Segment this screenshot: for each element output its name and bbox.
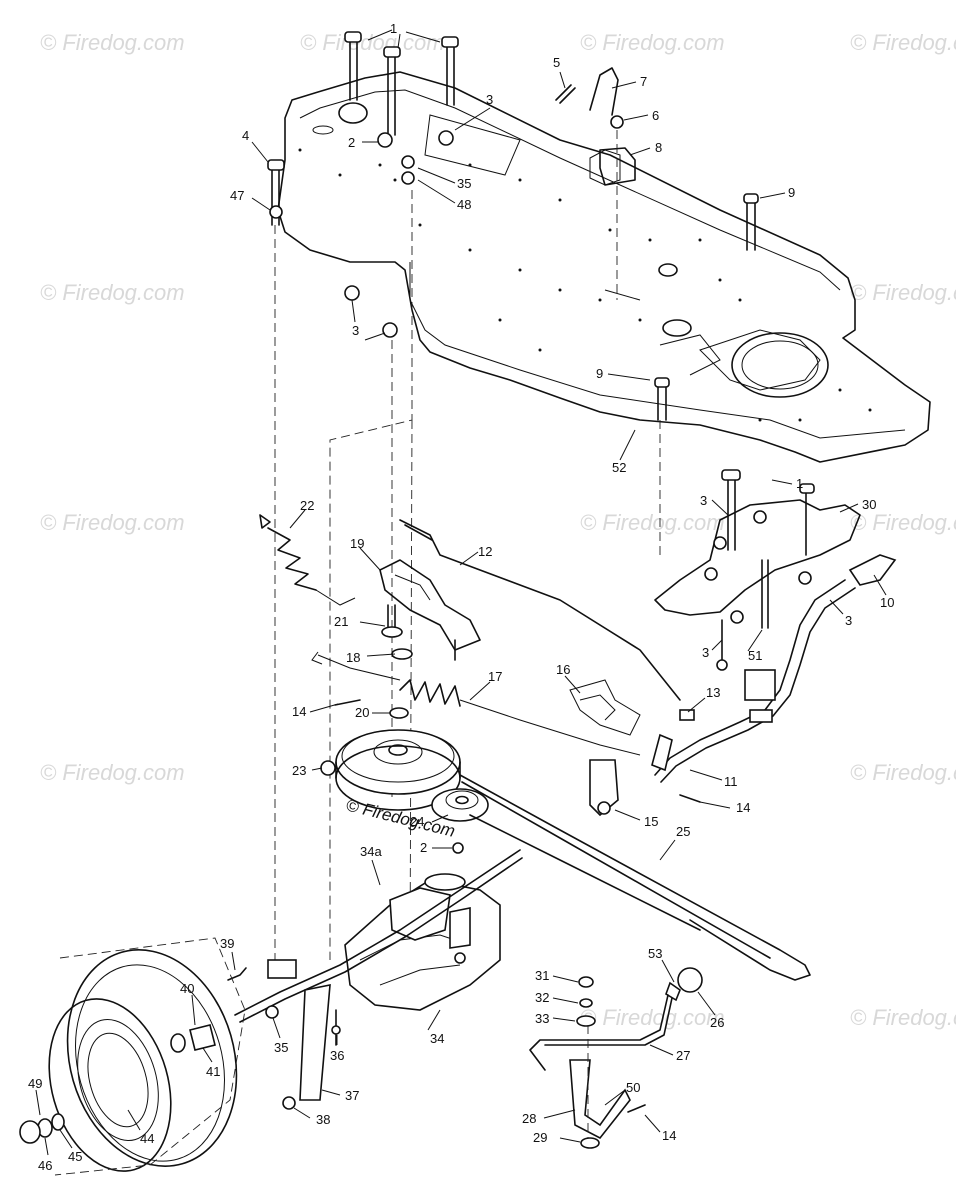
callout-label: 38 bbox=[316, 1112, 330, 1127]
callout-label: 41 bbox=[206, 1064, 220, 1079]
callout-label: 7 bbox=[640, 74, 647, 89]
callout-label: 32 bbox=[535, 990, 549, 1005]
callout-label: 29 bbox=[533, 1130, 547, 1145]
watermarks: © Firedog.com © Firedog.com © Firedog.co… bbox=[40, 30, 956, 1030]
callout-label: 48 bbox=[457, 197, 471, 212]
callout-label: 20 bbox=[355, 705, 369, 720]
callout-label: 9 bbox=[788, 185, 795, 200]
callout-label: 34a bbox=[360, 844, 382, 859]
pulleys bbox=[320, 707, 811, 981]
callout-label: 11 bbox=[724, 774, 738, 789]
callout-label: 47 bbox=[230, 188, 244, 203]
callout-label: 6 bbox=[652, 108, 659, 123]
callout-label: 34 bbox=[430, 1031, 444, 1046]
callout-label: 33 bbox=[535, 1011, 549, 1026]
callout-label: 3 bbox=[352, 323, 359, 338]
frame-pan bbox=[277, 71, 931, 463]
callout-label: 19 bbox=[350, 536, 364, 551]
watermark-text: © Firedog.com bbox=[850, 510, 956, 535]
callout-label: 14 bbox=[736, 800, 750, 815]
callout-label: 23 bbox=[292, 763, 306, 778]
callout-label: 3 bbox=[700, 493, 707, 508]
callout-labels: 1 2 3 4 47 35 48 5 7 6 8 9 3 9 52 1 3 30… bbox=[28, 21, 894, 1173]
watermark-text: © Firedog.com bbox=[40, 510, 185, 535]
watermark-text: © Firedog.com bbox=[40, 280, 185, 305]
callout-label: 22 bbox=[300, 498, 314, 513]
callout-label: 35 bbox=[274, 1040, 288, 1055]
callout-label: 14 bbox=[662, 1128, 676, 1143]
callout-label: 51 bbox=[748, 648, 762, 663]
watermark-text: © Firedog.com bbox=[580, 510, 725, 535]
watermark-text: © Firedog.com bbox=[580, 1005, 725, 1030]
watermark-text: © Firedog.com bbox=[850, 30, 956, 55]
watermark-text: © Firedog.com bbox=[40, 30, 185, 55]
watermark-text: © Firedog.com bbox=[300, 30, 445, 55]
lever-bracket bbox=[651, 469, 897, 783]
callout-label: 36 bbox=[330, 1048, 344, 1063]
callout-label: 9 bbox=[596, 366, 603, 381]
callout-label: 4 bbox=[242, 128, 249, 143]
shift-assembly bbox=[529, 967, 703, 1149]
guide-lines bbox=[274, 130, 661, 961]
watermark-text: © Firedog.com bbox=[850, 1005, 956, 1030]
rear-wheel bbox=[19, 937, 246, 1176]
springs-rods bbox=[259, 514, 701, 817]
callout-label: 1 bbox=[796, 476, 803, 491]
callout-label: 12 bbox=[478, 544, 492, 559]
callout-label: 26 bbox=[710, 1015, 724, 1030]
transaxle bbox=[227, 849, 523, 1110]
callout-label: 49 bbox=[28, 1076, 42, 1091]
callout-label: 3 bbox=[486, 92, 493, 107]
callout-label: 10 bbox=[880, 595, 894, 610]
callout-label: 53 bbox=[648, 946, 662, 961]
callout-label: 2 bbox=[348, 135, 355, 150]
watermark-text: © Firedog.com bbox=[580, 30, 725, 55]
watermark-text: © Firedog.com bbox=[850, 280, 956, 305]
callout-label: 5 bbox=[553, 55, 560, 70]
callout-label: 21 bbox=[334, 614, 348, 629]
callout-label: 37 bbox=[345, 1088, 359, 1103]
callout-label: 35 bbox=[457, 176, 471, 191]
callout-label: 14 bbox=[292, 704, 306, 719]
callout-label: 2 bbox=[420, 840, 427, 855]
callout-label: 13 bbox=[706, 685, 720, 700]
callout-label: 50 bbox=[626, 1080, 640, 1095]
callout-label: 45 bbox=[68, 1149, 82, 1164]
callout-label: 16 bbox=[556, 662, 570, 677]
callout-label: 39 bbox=[220, 936, 234, 951]
watermark-text: © Firedog.com bbox=[40, 760, 185, 785]
watermark-text: © Firedog.com bbox=[850, 760, 956, 785]
frame-bolts bbox=[267, 31, 759, 421]
callout-label: 15 bbox=[644, 814, 658, 829]
callout-label: 3 bbox=[702, 645, 709, 660]
callout-label: 44 bbox=[140, 1131, 154, 1146]
callout-label: 46 bbox=[38, 1158, 52, 1173]
callout-label: 40 bbox=[180, 981, 194, 996]
callout-label: 3 bbox=[845, 613, 852, 628]
callout-label: 30 bbox=[862, 497, 876, 512]
callout-label: 31 bbox=[535, 968, 549, 983]
callout-label: 28 bbox=[522, 1111, 536, 1126]
callout-label: 25 bbox=[676, 824, 690, 839]
callout-leaders bbox=[35, 29, 887, 1156]
callout-label: 1 bbox=[390, 21, 397, 36]
callout-label: 52 bbox=[612, 460, 626, 475]
callout-label: 18 bbox=[346, 650, 360, 665]
callout-label: 27 bbox=[676, 1048, 690, 1063]
callout-label: 8 bbox=[655, 140, 662, 155]
callout-label: 17 bbox=[488, 669, 502, 684]
callout-label: 24 bbox=[410, 814, 424, 829]
